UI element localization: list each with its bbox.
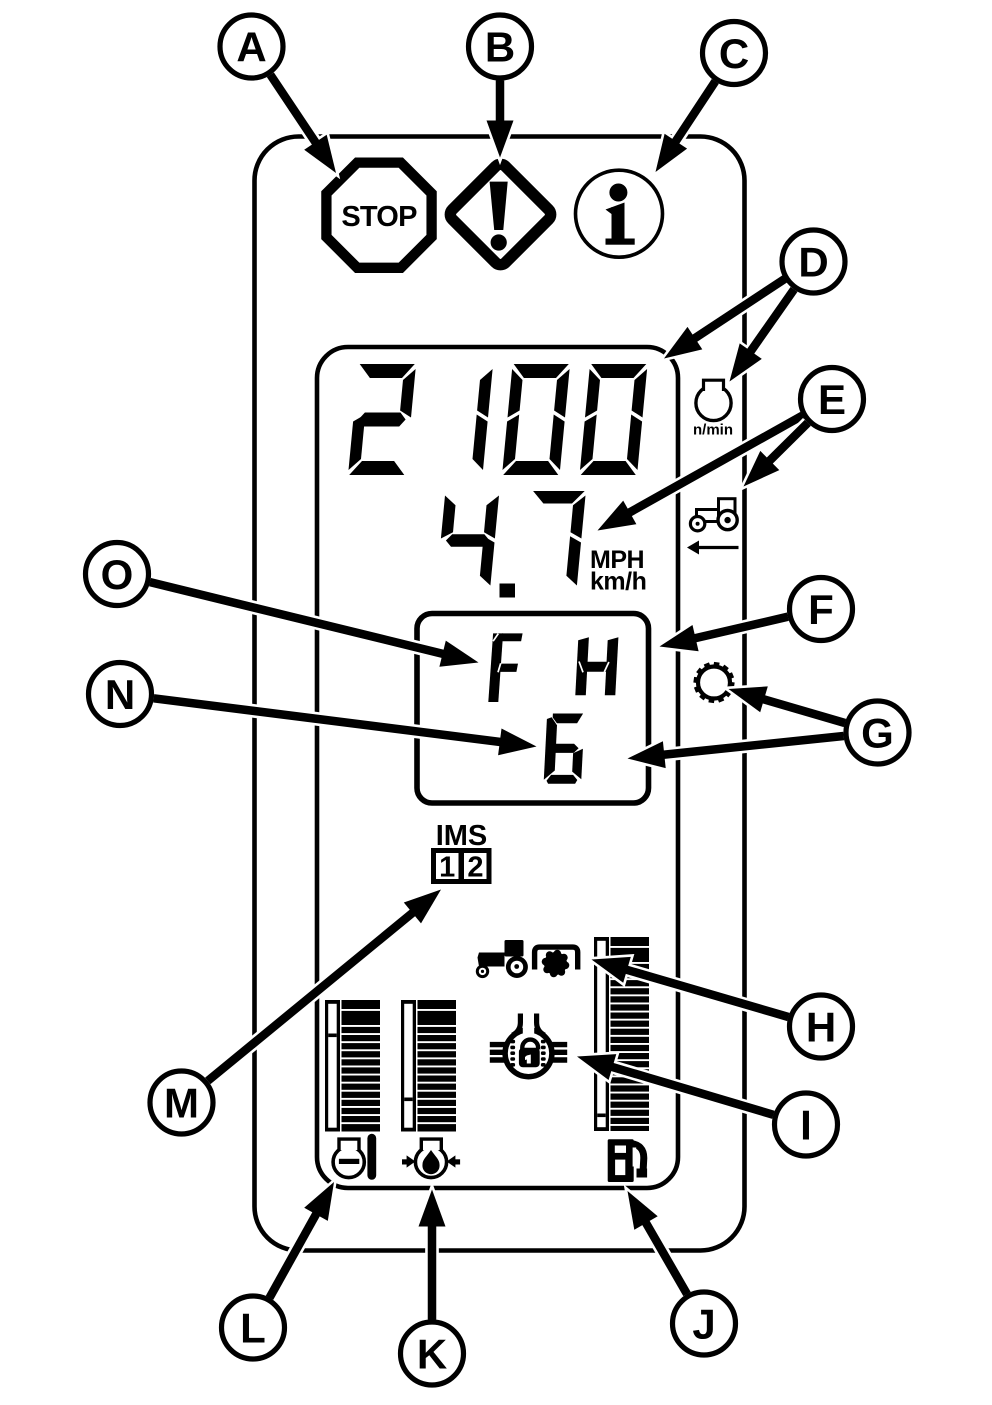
- svg-text:G: G: [861, 710, 894, 757]
- svg-text:n/min: n/min: [693, 422, 733, 439]
- svg-text:C: C: [719, 30, 749, 77]
- svg-text:km/h: km/h: [590, 568, 646, 596]
- svg-text:N: N: [105, 671, 135, 718]
- svg-text:J: J: [692, 1301, 715, 1348]
- svg-text:MPH: MPH: [590, 546, 644, 574]
- svg-text:B: B: [485, 24, 515, 71]
- svg-text:O: O: [101, 551, 134, 598]
- svg-text:D: D: [798, 239, 828, 286]
- svg-text:H: H: [806, 1004, 836, 1051]
- svg-text:A: A: [236, 24, 266, 71]
- svg-text:I: I: [800, 1102, 812, 1149]
- svg-text:STOP: STOP: [341, 201, 417, 233]
- svg-text:K: K: [417, 1331, 447, 1378]
- svg-text:1: 1: [439, 852, 455, 884]
- svg-text:M: M: [164, 1080, 199, 1127]
- svg-text:F: F: [808, 586, 834, 633]
- svg-text:IMS: IMS: [436, 820, 488, 852]
- svg-text:E: E: [818, 376, 846, 423]
- svg-text:L: L: [240, 1305, 266, 1352]
- svg-text:2: 2: [467, 852, 483, 884]
